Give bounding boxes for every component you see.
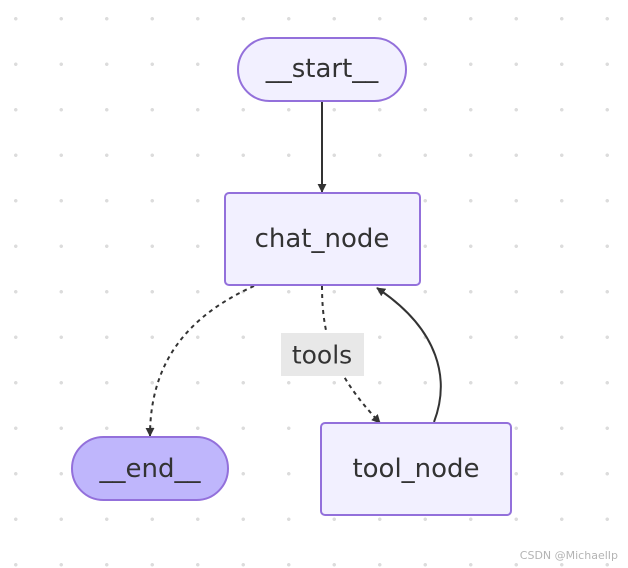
watermark: CSDN @MichaelIp <box>519 549 618 562</box>
node-end-label: __end__ <box>99 454 202 484</box>
edge-tool-to-chat <box>376 287 442 423</box>
node-start-label: __start__ <box>265 54 380 84</box>
edge-label-tools: tools <box>281 333 364 376</box>
node-chat-label: chat_node <box>255 224 390 254</box>
node-chat[interactable]: chat_node <box>224 192 421 286</box>
node-end[interactable]: __end__ <box>71 436 229 501</box>
node-tool-label: tool_node <box>352 454 479 484</box>
node-tool[interactable]: tool_node <box>320 422 512 516</box>
edge-chat-to-end <box>145 285 255 437</box>
edge-label-tools-text: tools <box>292 341 352 370</box>
node-start[interactable]: __start__ <box>237 37 407 102</box>
